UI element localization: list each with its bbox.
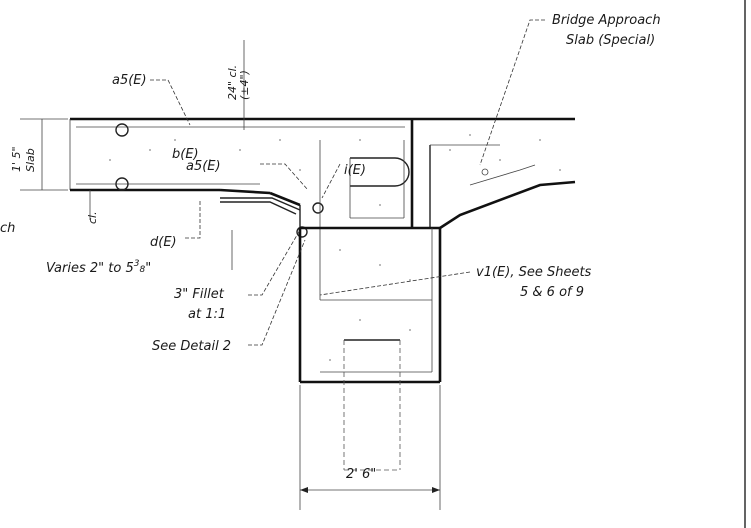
label-slab-word: Slab bbox=[24, 148, 37, 172]
label-fillet-line2: at 1:1 bbox=[188, 307, 226, 322]
label-v1-line2: 5 & 6 of 9 bbox=[520, 285, 584, 300]
leader-v1 bbox=[319, 271, 471, 296]
approach-slab bbox=[69, 117, 414, 228]
label-v1-line1: v1(E), See Sheets bbox=[476, 265, 592, 280]
bridge-approach-slab bbox=[412, 117, 576, 230]
pile-width-dimension bbox=[299, 385, 441, 510]
leader-a5-top bbox=[150, 79, 191, 126]
rebar-i-hook bbox=[349, 157, 410, 219]
label-i-bar: i(E) bbox=[344, 163, 366, 178]
label-varies: Varies 2" to 538" bbox=[46, 259, 151, 276]
label-fillet-line1: 3" Fillet bbox=[174, 287, 225, 302]
label-cl-left: cl. bbox=[86, 211, 99, 224]
leader-d bbox=[185, 200, 201, 239]
label-a5-top: a5(E) bbox=[112, 73, 147, 88]
abutment-cap bbox=[298, 226, 442, 384]
label-bridge-approach-line2: Slab (Special) bbox=[566, 33, 655, 48]
rebar-a5-top bbox=[76, 123, 405, 137]
leader-fillet bbox=[248, 229, 301, 296]
label-bridge-approach-line1: Bridge Approach bbox=[552, 13, 661, 28]
label-a5-mid: a5(E) bbox=[186, 159, 221, 174]
label-approach-fragment: ch bbox=[0, 221, 15, 236]
label-depth-24: 24" cl. bbox=[226, 65, 239, 100]
slab-thickness-dimension bbox=[20, 118, 68, 191]
leader-detail bbox=[248, 239, 306, 346]
leader-a5-mid bbox=[260, 163, 309, 191]
label-b-bar: b(E) bbox=[172, 147, 199, 162]
leader-bridge-approach bbox=[479, 19, 545, 166]
label-see-detail: See Detail 2 bbox=[152, 339, 231, 354]
label-pile-width: 2' 6" bbox=[346, 467, 376, 482]
rebar-bottom bbox=[76, 177, 324, 238]
concrete-speckle bbox=[109, 134, 561, 361]
label-slab-dim: 1' 5" bbox=[10, 146, 23, 172]
leader-i bbox=[321, 163, 341, 199]
label-d-bar: d(E) bbox=[150, 235, 177, 250]
pile bbox=[343, 339, 401, 471]
label-depth-24b: (±4") bbox=[238, 70, 251, 100]
